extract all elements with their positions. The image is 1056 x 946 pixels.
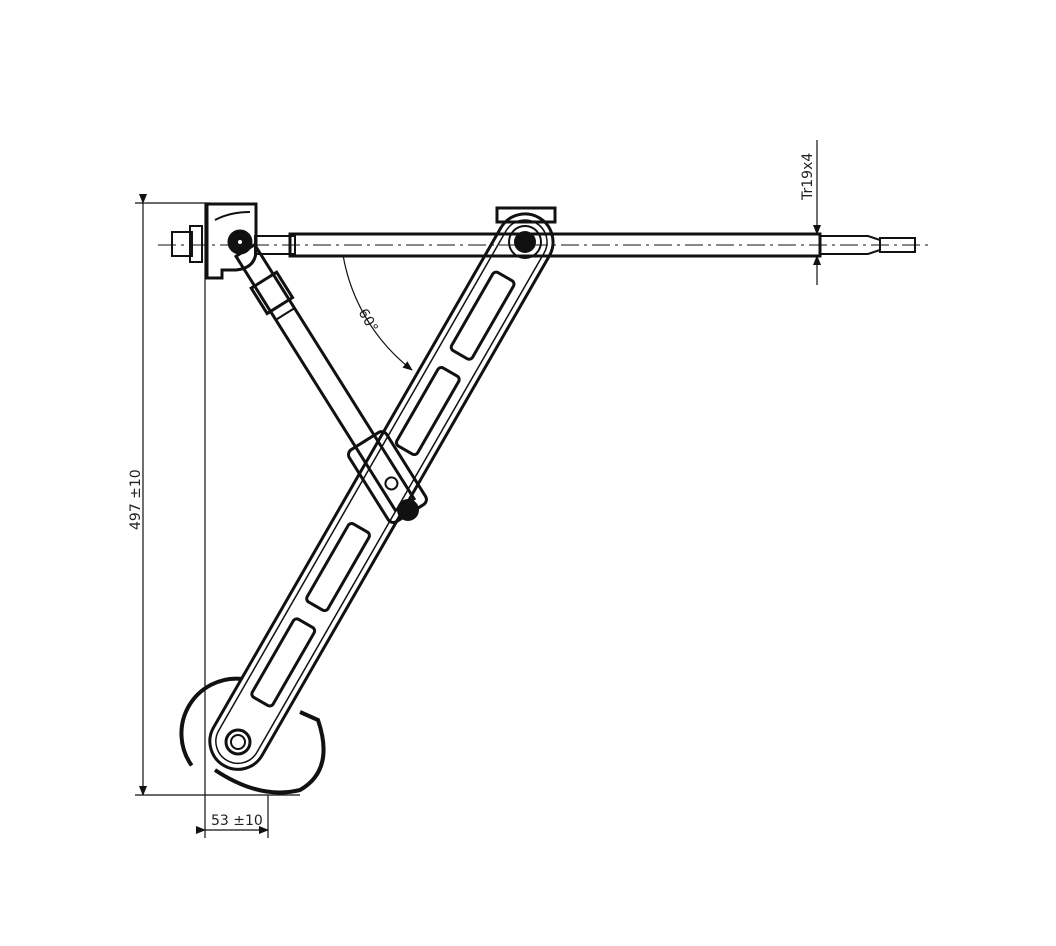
foot-hook xyxy=(213,710,326,795)
top-pivot xyxy=(514,231,536,253)
middle-pivot xyxy=(397,499,419,521)
thread-label: Tr19x4 xyxy=(800,153,816,201)
height-dimension xyxy=(135,194,300,838)
angle-label: 60° xyxy=(355,306,381,336)
main-support-arm xyxy=(179,212,555,771)
bottom-pivot xyxy=(224,728,252,756)
top-cap xyxy=(495,206,557,224)
offset-label: 53 ±10 xyxy=(211,813,263,829)
spindle-mount-block xyxy=(205,202,258,280)
spindle-rod xyxy=(171,225,916,263)
strut-arm xyxy=(233,242,428,524)
height-label: 497 ±10 xyxy=(128,469,144,530)
angle-arc xyxy=(342,254,413,371)
